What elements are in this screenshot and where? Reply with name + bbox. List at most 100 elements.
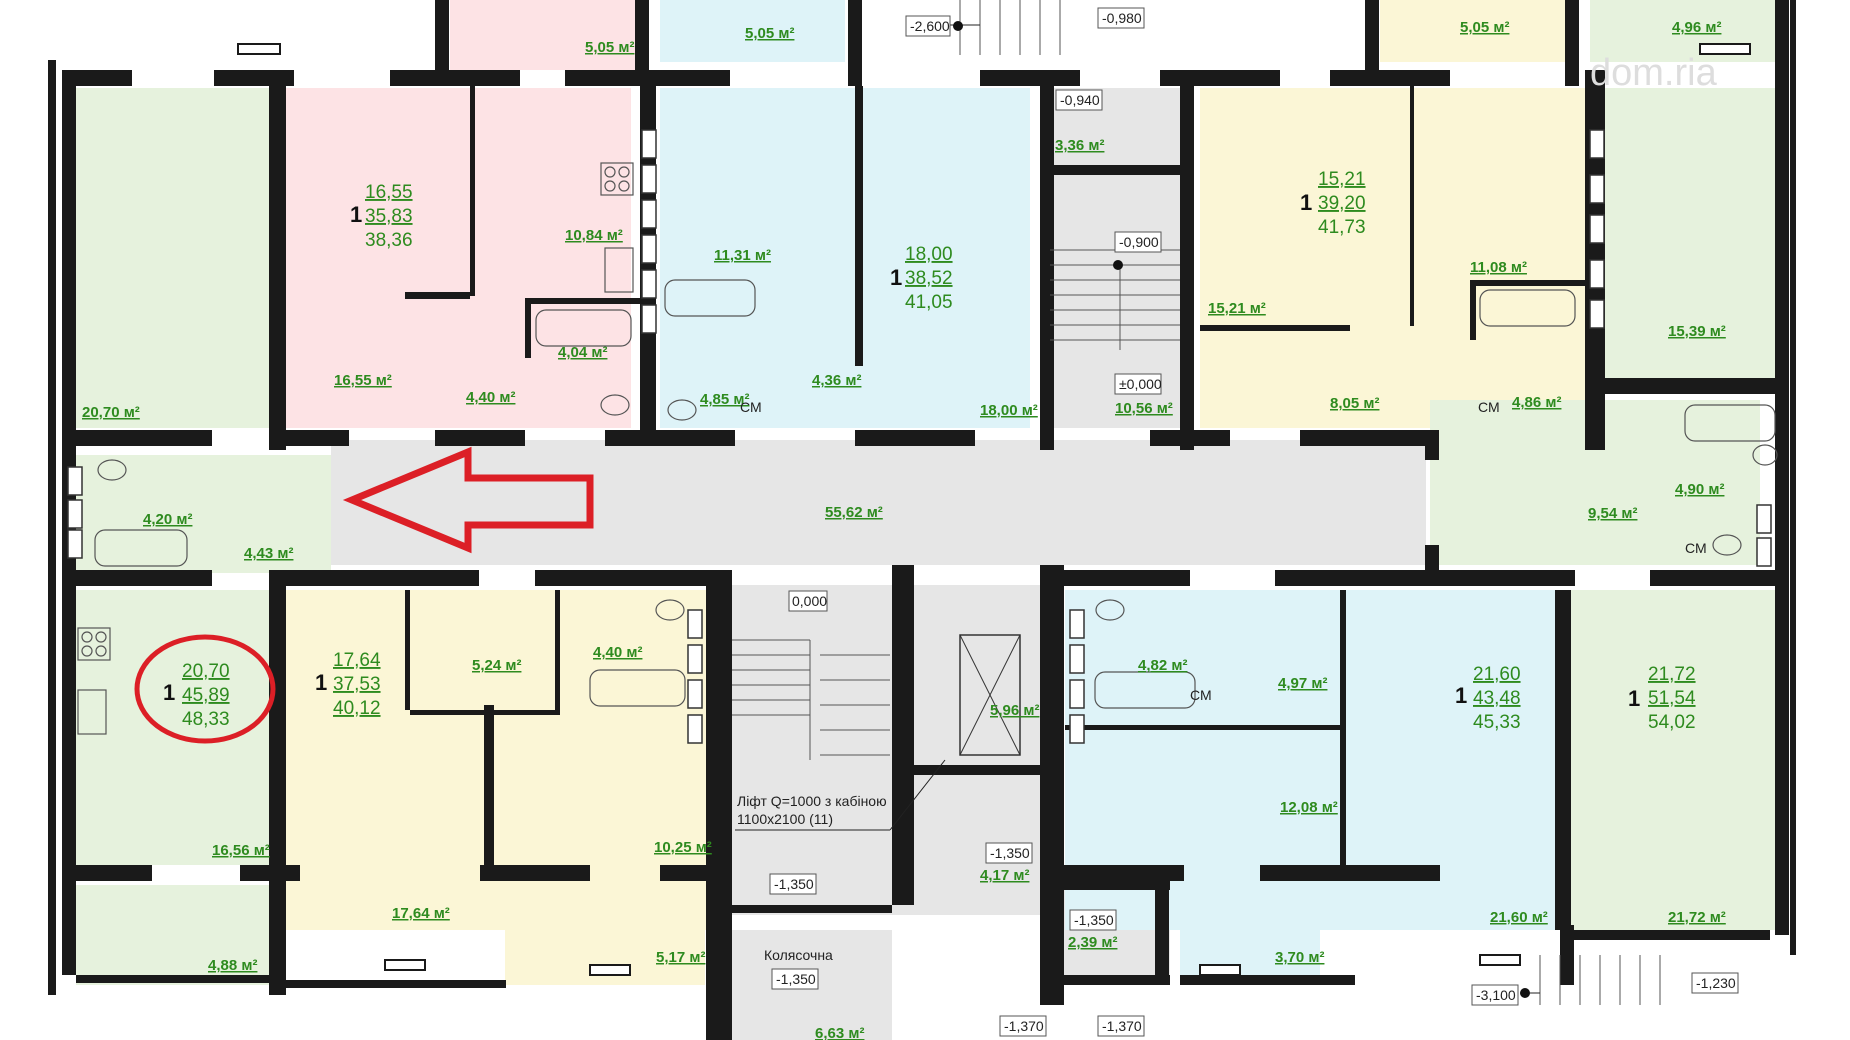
sink-icon [77, 247, 634, 735]
room-green-left-balcony [76, 885, 269, 985]
washer-label: СМ [1685, 540, 1707, 556]
room-area: 4,43 м² [244, 545, 293, 562]
level-mark: -1,350 [1074, 912, 1114, 928]
room-area: 9,54 м² [1588, 505, 1637, 522]
level-mark: -3,100 [1476, 987, 1516, 1003]
lift-caption: Ліфт Q=1000 з кабіною [737, 793, 887, 809]
level-mark: -1,350 [990, 845, 1030, 861]
room-area: 4,17 м² [980, 867, 1029, 884]
total-area-with-balcony: 48,33 [182, 709, 230, 730]
level-mark: -1,350 [774, 876, 814, 892]
apartment-rooms: 1 [890, 265, 902, 290]
elevator-shaft [959, 634, 1021, 756]
level-mark: -1,370 [1004, 1018, 1044, 1034]
room-area: 4,97 м² [1278, 675, 1327, 692]
stroller-room-label: Колясочна [764, 947, 833, 963]
room-yellow-balcony [1380, 0, 1565, 62]
stove-icon [600, 162, 634, 196]
watermark: dom.ria [1590, 52, 1718, 94]
room-area: 5,05 м² [745, 25, 794, 42]
room-area: 18,00 м² [980, 402, 1038, 419]
living-area: 17,64 [333, 650, 381, 671]
room-area: 20,70 м² [82, 404, 140, 421]
room-area: 5,05 м² [1460, 19, 1509, 36]
level-mark: -1,370 [1102, 1018, 1142, 1034]
washer-label: СМ [1478, 399, 1500, 415]
windows [237, 43, 1751, 976]
room-area: 4,40 м² [466, 389, 515, 406]
room-area-labels: 5,05 м² 5,05 м² 5,05 м² 4,96 м² 3,36 м² … [82, 19, 1726, 1040]
room-area: 16,56 м² [212, 842, 270, 859]
room-area: 15,21 м² [1208, 300, 1266, 317]
apartment-a4: 1 20,70 45,89 48,33 [163, 661, 230, 730]
level-mark: 0,000 [792, 593, 827, 609]
total-area-with-balcony: 41,73 [1318, 217, 1366, 238]
level-markers [953, 21, 1530, 998]
total-area-with-balcony: 45,33 [1473, 712, 1521, 733]
bathtub-icon [94, 279, 1776, 709]
room-pink-balcony [450, 0, 635, 70]
level-mark: -2,600 [910, 18, 950, 34]
room-area: 21,60 м² [1490, 909, 1548, 926]
living-area: 21,60 [1473, 664, 1521, 685]
apartment-rooms: 1 [1455, 683, 1467, 708]
living-area: 20,70 [182, 661, 230, 682]
room-green-bottom-right [1570, 590, 1775, 930]
room-area: 2,39 м² [1068, 934, 1117, 951]
room-green-left-hall [76, 455, 331, 573]
room-area: 4,20 м² [143, 511, 192, 528]
room-area: 5,05 м² [585, 39, 634, 56]
apartment-a7: 1 21,72 51,54 54,02 [1628, 664, 1696, 733]
washer-label: СМ [1190, 687, 1212, 703]
room-area: 11,08 м² [1470, 259, 1527, 276]
stairs [732, 0, 1661, 1005]
room-area: 5,17 м² [656, 949, 705, 966]
apartment-rooms: 1 [315, 670, 327, 695]
room-green-living-a4 [76, 88, 269, 428]
stove-icon-2 [77, 627, 111, 661]
total-area-with-balcony: 41,05 [905, 292, 953, 313]
room-blue-balcony-top [660, 0, 845, 62]
room-area: 5,96 м² [990, 702, 1039, 719]
room-fills [76, 0, 1775, 1040]
apartment-a2: 1 18,00 38,52 41,05 [890, 244, 953, 313]
total-area-with-balcony: 38,36 [365, 230, 413, 251]
apartment-rooms: 1 [350, 202, 362, 227]
washer-label: СМ [740, 399, 762, 415]
room-area: 4,36 м² [812, 372, 861, 389]
total-area: 51,54 [1648, 688, 1696, 709]
total-area: 37,53 [333, 674, 381, 695]
level-mark: -0,980 [1102, 10, 1142, 26]
room-area: 3,70 м² [1275, 949, 1324, 966]
room-area: 6,63 м² [815, 1025, 864, 1040]
apartment-rooms: 1 [163, 680, 175, 705]
room-stair-top [1050, 88, 1180, 428]
room-area: 4,90 м² [1675, 481, 1724, 498]
living-area: 15,21 [1318, 169, 1366, 190]
room-area: 11,31 м² [714, 247, 771, 264]
lift-size: 1100х2100 (11) [737, 811, 833, 827]
annotation-arrow-icon [342, 446, 594, 554]
apartment-rooms: 1 [1628, 686, 1640, 711]
total-area: 39,20 [1318, 193, 1366, 214]
room-area: 10,56 м² [1115, 400, 1173, 417]
room-blue-apartment-top [660, 88, 1030, 428]
room-area: 4,86 м² [1512, 394, 1561, 411]
total-area: 45,89 [182, 685, 230, 706]
living-area: 16,55 [365, 182, 413, 203]
total-area-with-balcony: 40,12 [333, 698, 381, 719]
room-area: 15,39 м² [1668, 323, 1726, 340]
room-area: 21,72 м² [1668, 909, 1726, 926]
total-area-with-balcony: 54,02 [1648, 712, 1696, 733]
toilet-icon [97, 394, 1778, 621]
room-area: 4,82 м² [1138, 657, 1187, 674]
radiator-icon [67, 129, 1772, 744]
level-mark: -1,230 [1696, 975, 1736, 991]
room-area: 55,62 м² [825, 504, 883, 521]
room-area: 5,24 м² [472, 657, 521, 674]
room-area: 10,84 м² [565, 227, 623, 244]
level-labels: -2,600 -0,980 -0,940 -0,900 ±0,000 0,000… [769, 7, 1739, 1037]
room-area: 8,05 м² [1330, 395, 1379, 412]
